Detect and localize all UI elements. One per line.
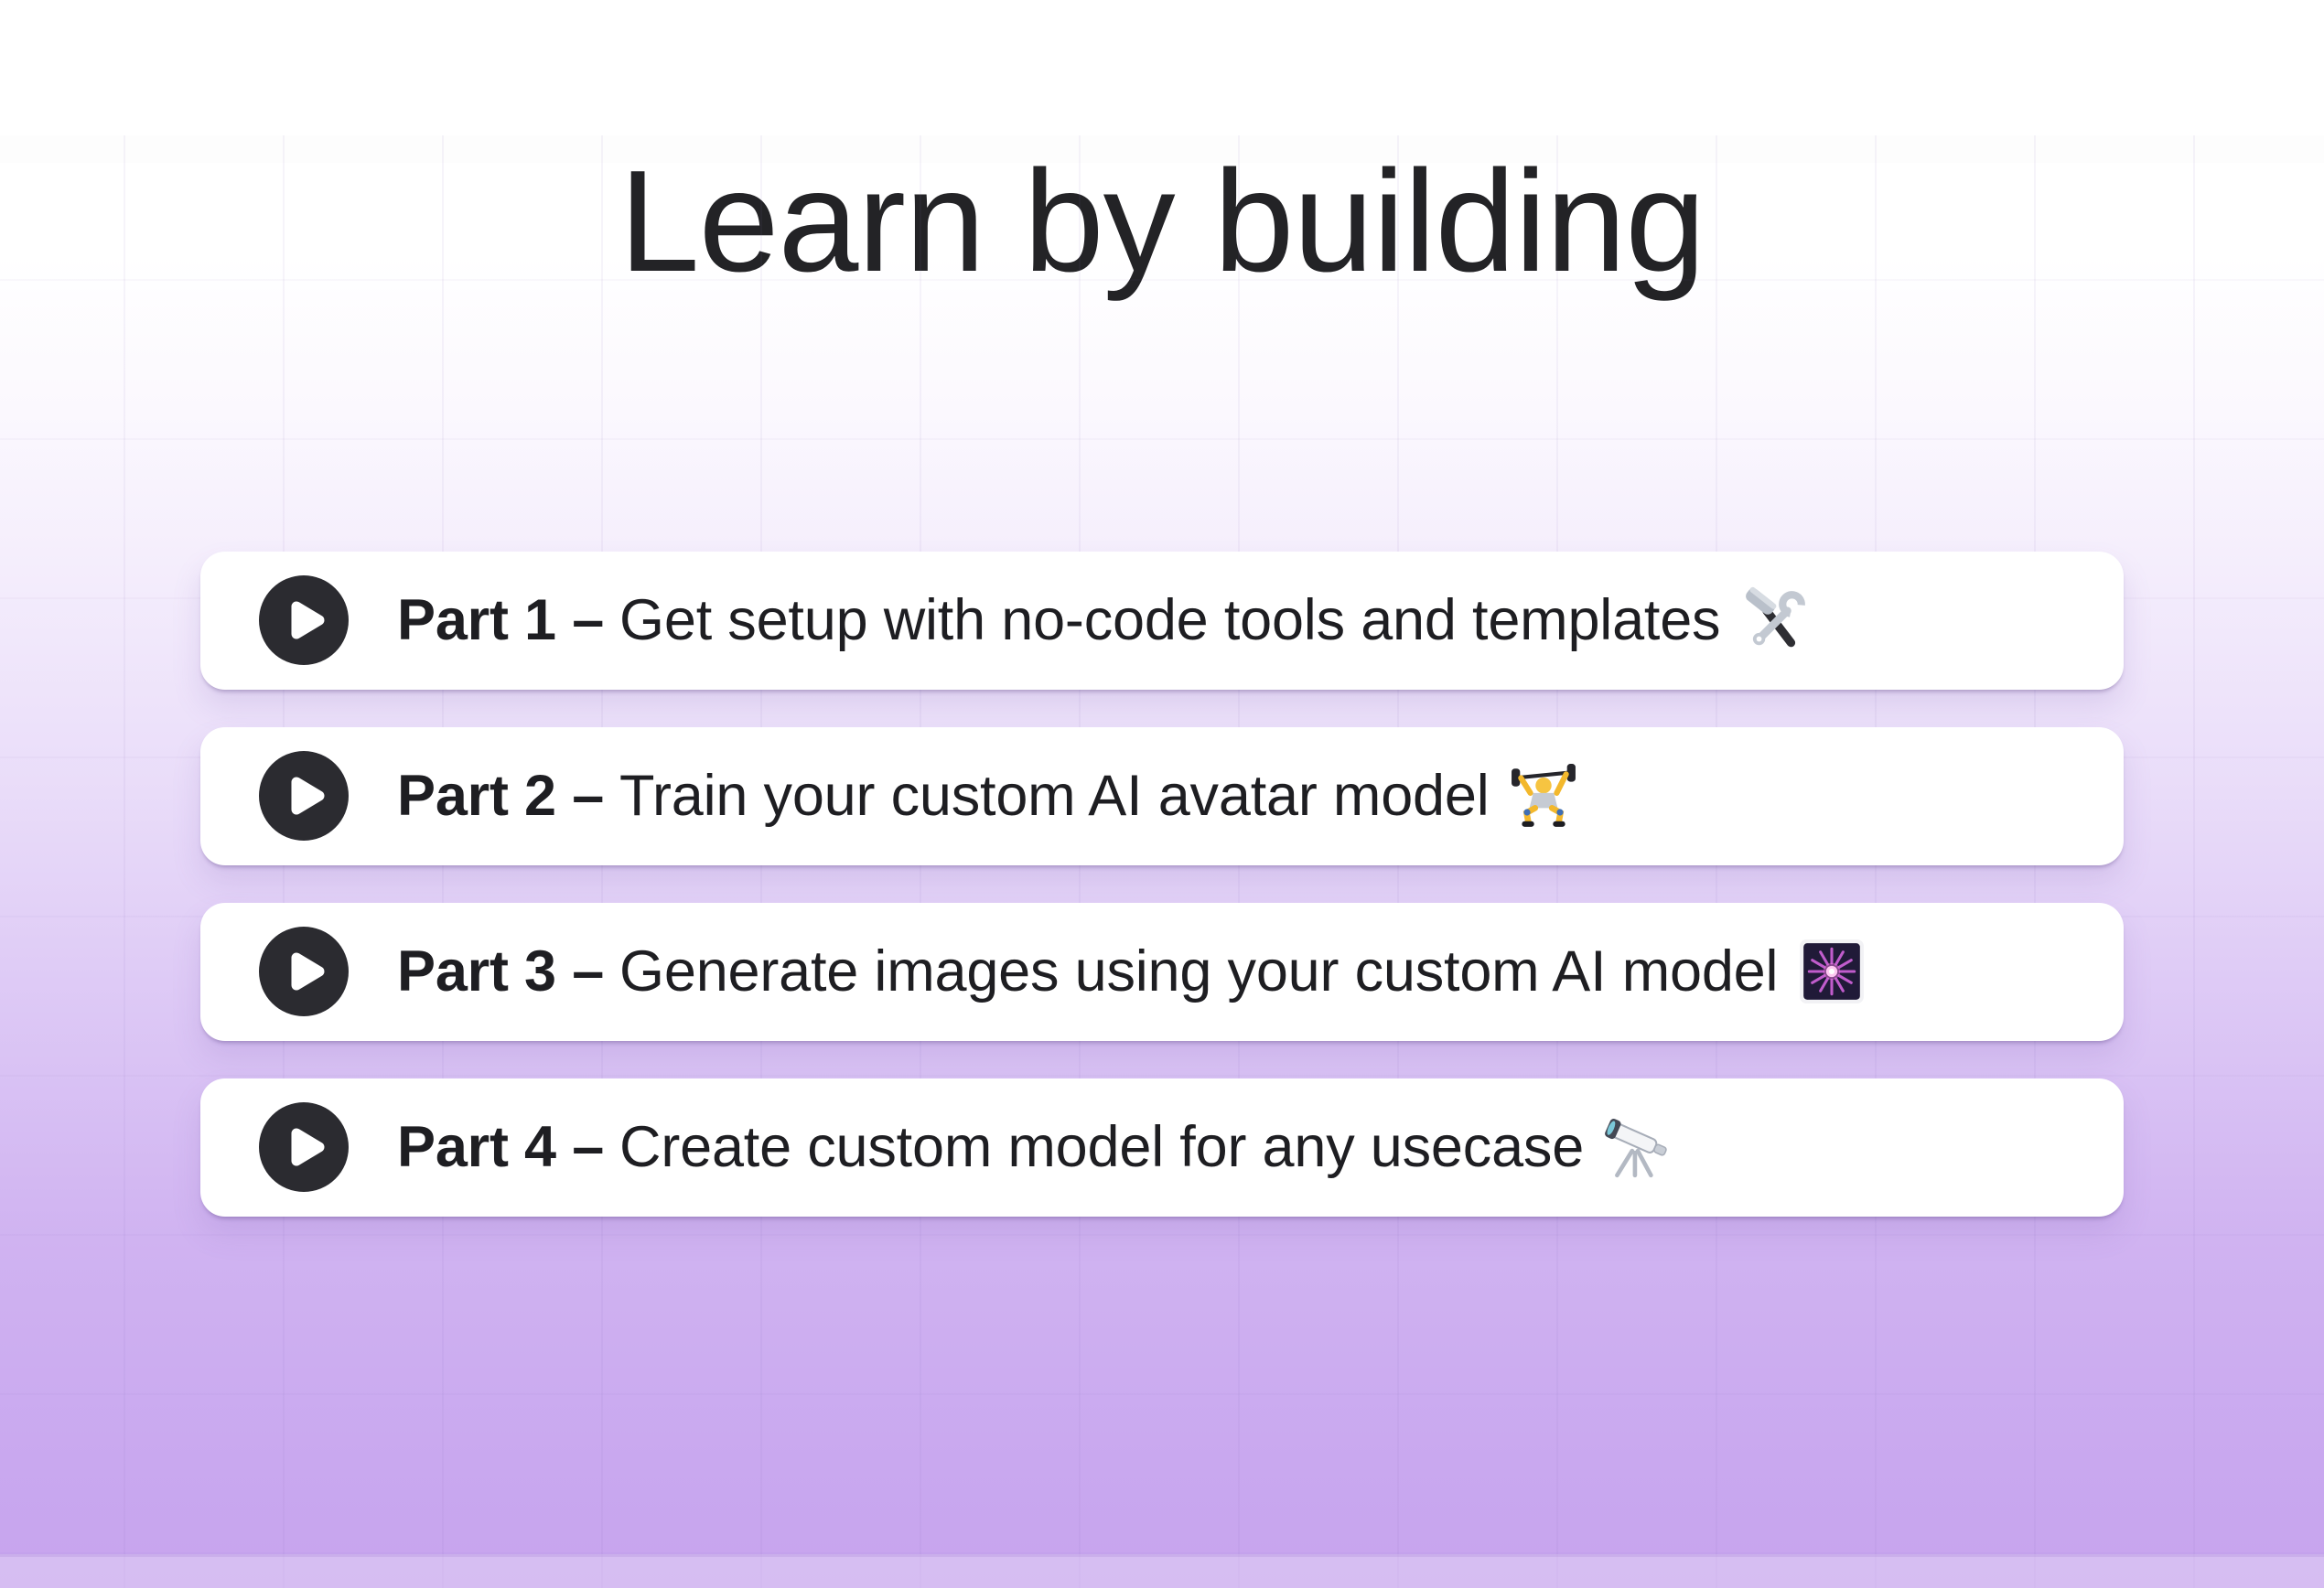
part-3-row[interactable]: Part 3 – Generate images using your cust…	[200, 902, 2124, 1041]
part-label: Part 2 –	[397, 764, 605, 829]
part-text: Part 2 – Train your custom AI avatar mod…	[397, 763, 1490, 829]
telescope-icon	[1604, 1113, 1672, 1181]
play-button[interactable]	[259, 575, 349, 666]
page-title: Learn by building	[619, 141, 1705, 302]
bottom-light-band	[0, 1554, 2324, 1588]
part-label: Part 3 –	[397, 939, 605, 1004]
part-description: Train your custom AI avatar model	[619, 764, 1490, 829]
play-icon	[259, 927, 349, 1017]
play-icon	[259, 575, 349, 666]
play-icon	[259, 1102, 349, 1193]
part-text: Part 4 – Create custom model for any use…	[397, 1114, 1584, 1180]
part-text: Part 1 – Get setup with no-code tools an…	[397, 587, 1721, 653]
fireworks-icon	[1798, 938, 1866, 1005]
part-description: Get setup with no-code tools and templat…	[619, 588, 1721, 653]
hammer-and-wrench-icon	[1740, 586, 1808, 654]
part-description: Generate images using your custom AI mod…	[619, 939, 1779, 1004]
part-4-row[interactable]: Part 4 – Create custom model for any use…	[200, 1078, 2124, 1217]
parts-list: Part 1 – Get setup with no-code tools an…	[200, 551, 2124, 1217]
play-button[interactable]	[259, 1102, 349, 1193]
part-text: Part 3 – Generate images using your cust…	[397, 939, 1778, 1004]
play-button[interactable]	[259, 927, 349, 1017]
part-2-row[interactable]: Part 2 – Train your custom AI avatar mod…	[200, 726, 2124, 865]
part-1-row[interactable]: Part 1 – Get setup with no-code tools an…	[200, 551, 2124, 690]
part-description: Create custom model for any usecase	[619, 1115, 1585, 1180]
part-label: Part 4 –	[397, 1115, 605, 1180]
page: { "page": { "title": "Learn by building"…	[0, 135, 2324, 1588]
play-button[interactable]	[259, 751, 349, 842]
person-lifting-weights-icon	[1510, 762, 1577, 830]
play-icon	[259, 751, 349, 842]
part-label: Part 1 –	[397, 588, 605, 653]
